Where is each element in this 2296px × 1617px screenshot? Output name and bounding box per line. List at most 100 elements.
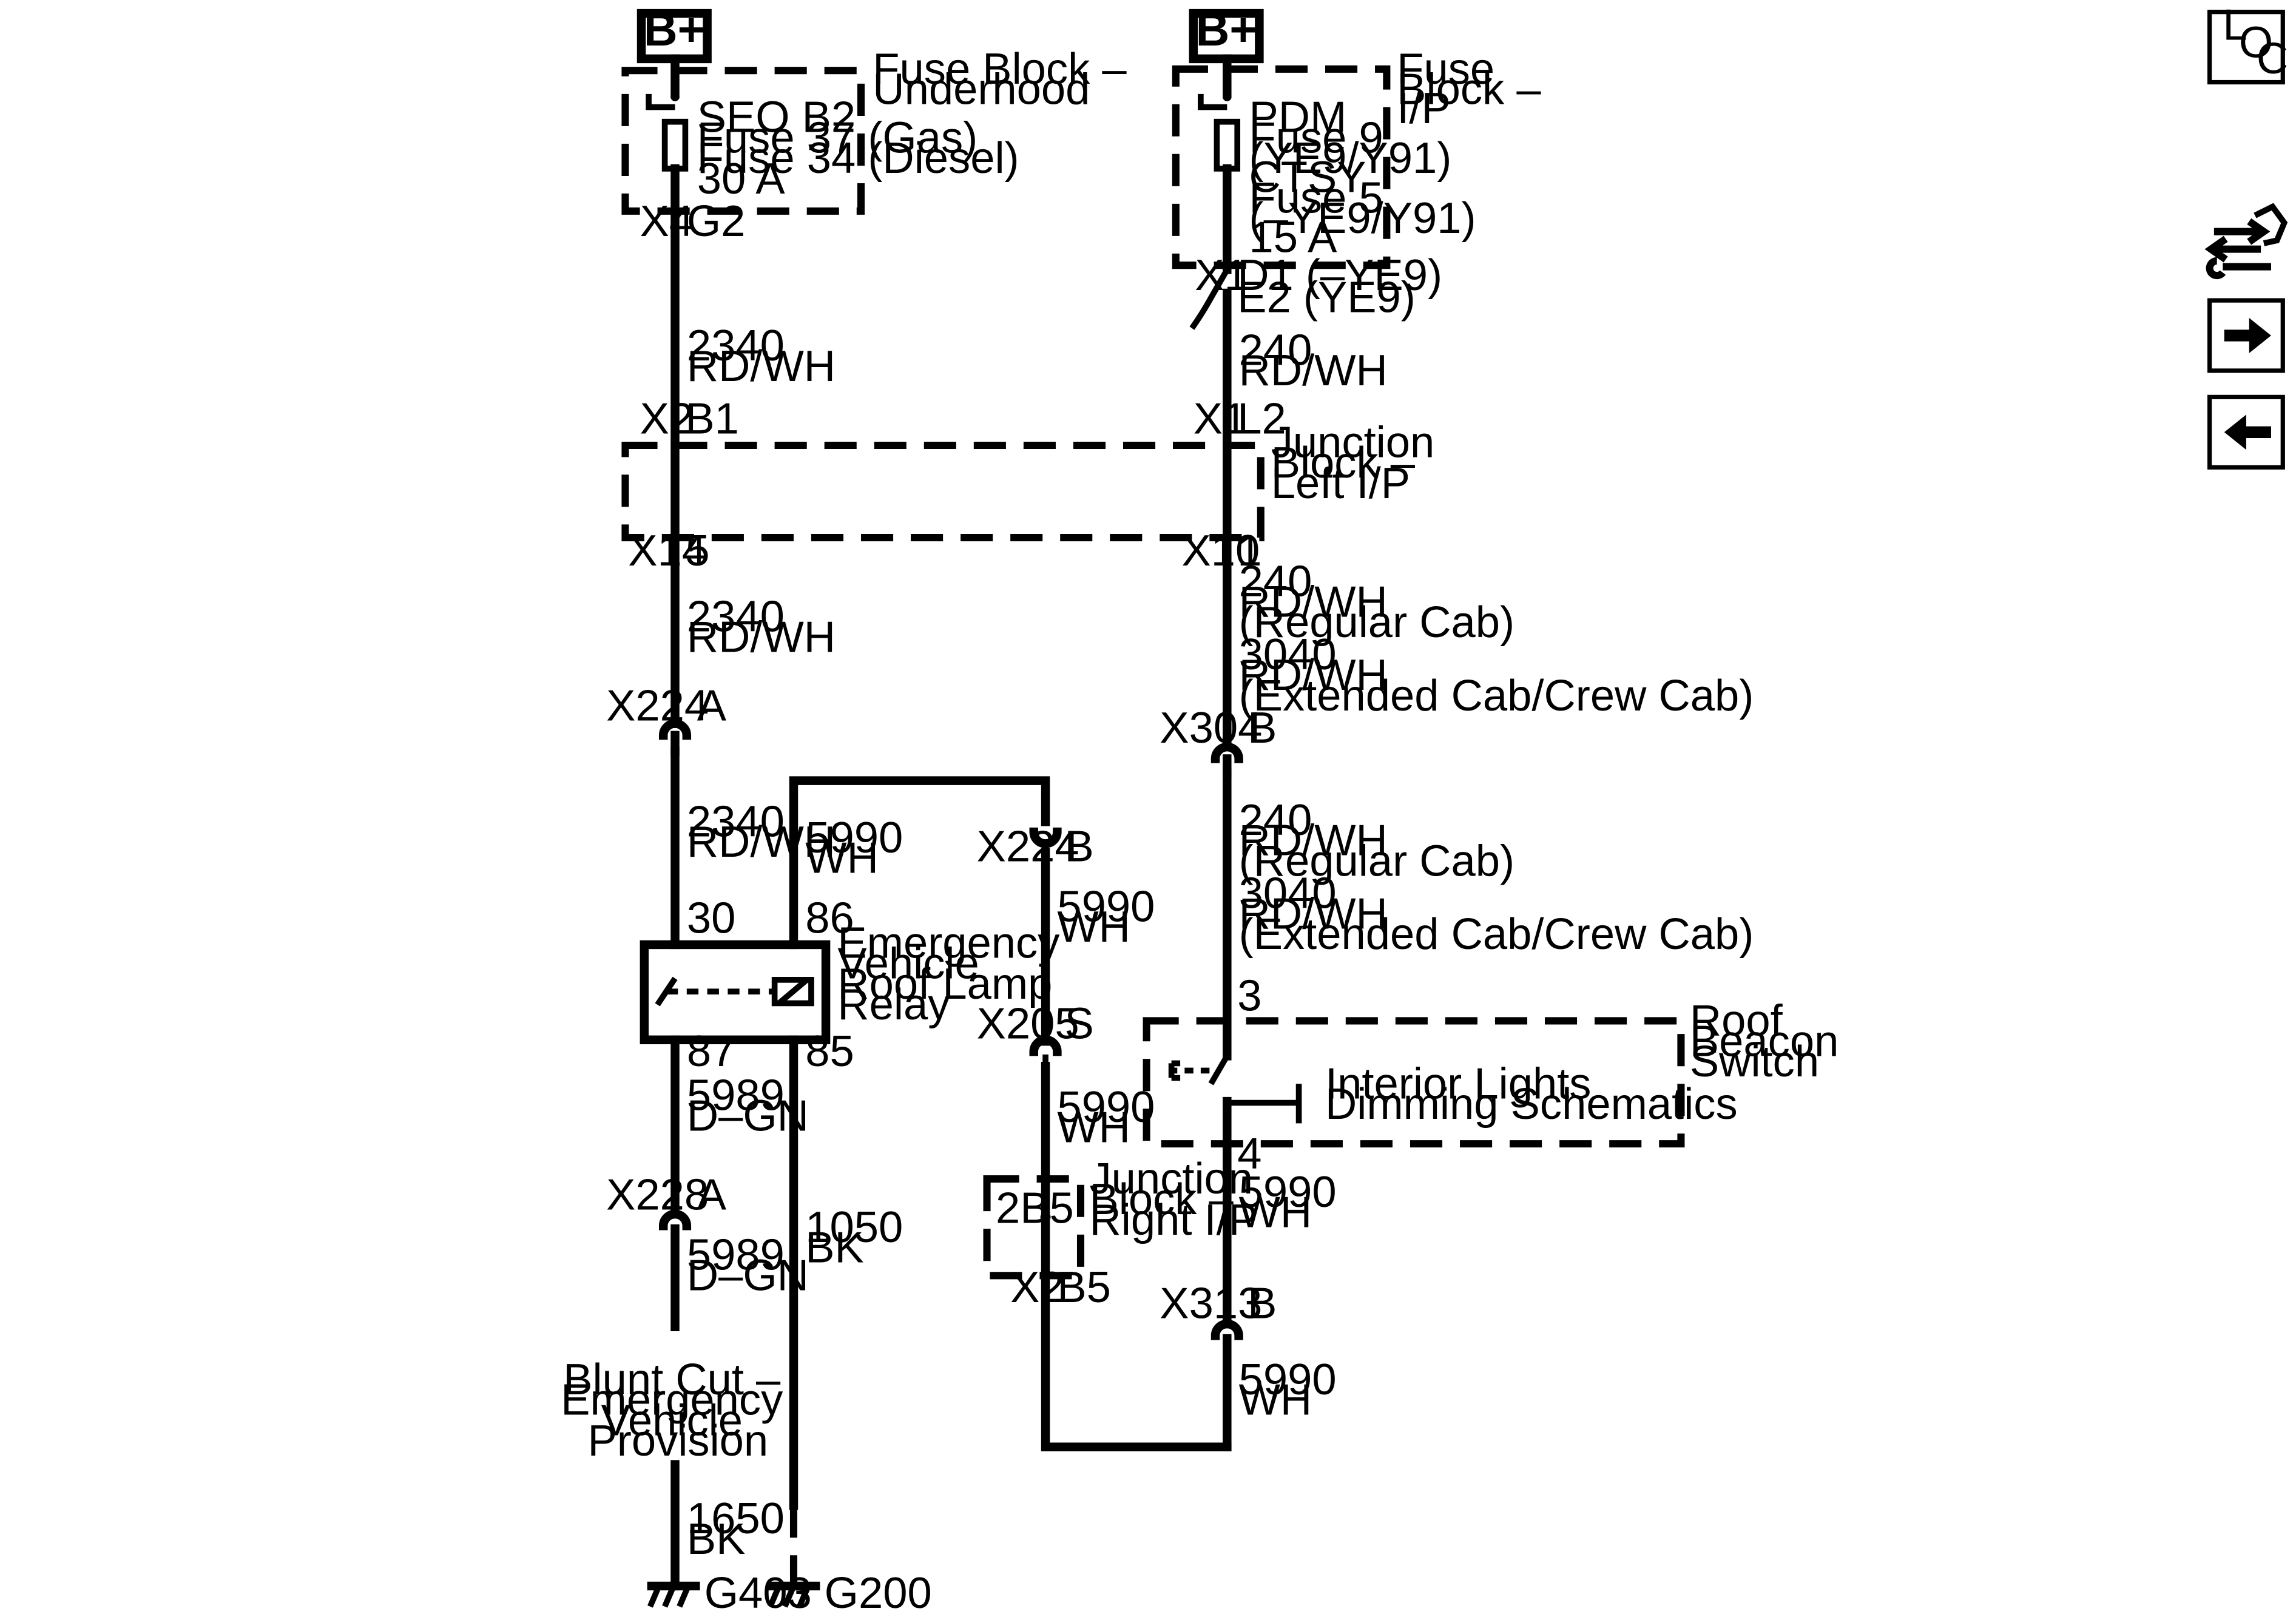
fuse-ip-line: (YE9/Y91): [1249, 133, 1452, 183]
ground-g403-label: G403: [704, 1568, 812, 1617]
pin-1: 1: [1237, 526, 1261, 575]
forward-arrow-icon[interactable]: [2207, 298, 2285, 373]
connector-x228-a: X228 A: [606, 1170, 727, 1241]
fuse-block-ip-name: Block –: [1397, 65, 1541, 114]
switch-name: Roof: [1690, 996, 1783, 1045]
fuse-block-ip-name: Fuse: [1397, 44, 1494, 93]
connector-x304-b: X304 B: [1160, 703, 1277, 774]
relay-pin-30: 30: [687, 894, 736, 943]
relay-name: Vehicle: [837, 939, 979, 988]
junction-right-name: Right I/P: [1089, 1195, 1258, 1244]
relay-pin-86: 86: [805, 894, 854, 943]
switch-name: Switch: [1690, 1037, 1819, 1086]
connector-x224-b: X224 B: [977, 822, 1094, 871]
fuse-block-underhood-name: Fuse Block –: [873, 44, 1127, 93]
fuse-ip-line: CTSY: [1249, 153, 1366, 202]
fuse-underhood-line: SEO B2: [697, 93, 856, 142]
fuse-block-ip: PDM Fuse 9 (YE9/Y91) CTSY Fuse 5 (–YE9/Y…: [1172, 44, 1553, 322]
fuse-block-underhood-name: Underhood: [873, 65, 1090, 114]
svg-text:B: B: [1064, 822, 1093, 871]
svg-text:B: B: [1248, 1278, 1277, 1328]
fuse-underhood-line: 30 A: [697, 154, 786, 203]
svg-text:Junction Block – R: Junction Block – Right I/P: [1089, 1154, 1265, 1244]
pin-e2: E2 (YE9): [1237, 272, 1416, 322]
wire-1050: 1050 BK: [805, 1203, 915, 1272]
svg-text:O: O: [2239, 18, 2273, 67]
switch-pin-3: 3: [1237, 971, 1261, 1021]
wire-5990-e: 5990 WH: [1239, 1355, 1349, 1425]
svg-text:X304: X304: [1160, 703, 1262, 752]
svg-text:X205: X205: [977, 999, 1079, 1048]
conn-x2-right: X2: [1010, 1263, 1064, 1312]
junction-block-right-ip: 2B5 X2 B5 Junction Block – Right I/P: [983, 1154, 1265, 1312]
fuse-ip-line: Fuse 9: [1249, 113, 1383, 162]
loc-button[interactable]: L O C: [2207, 1, 2289, 85]
junction-left-name: Block –: [1271, 438, 1416, 487]
b-plus-right-label: B+: [1196, 4, 1257, 56]
pin-g2: G2: [687, 197, 746, 246]
wire-2340-c: 2340 RD/WH: [687, 797, 836, 866]
roof-beacon-switch: 3 4 Interior Lights Dimming Schematics R…: [1143, 971, 1851, 1178]
junction-right-name: Junction: [1089, 1154, 1253, 1203]
svg-text:S: S: [1064, 999, 1093, 1048]
connector-info-icon[interactable]: [2204, 203, 2288, 280]
switch-name: Beacon: [1690, 1016, 1838, 1065]
pin-b5: B5: [1057, 1263, 1111, 1312]
switch-ref: Dimming Schematics: [1325, 1079, 1738, 1129]
relay-name: Emergency: [837, 919, 1060, 968]
conn-x2: X2: [640, 394, 694, 444]
fuse-underhood-line: Fuse 37 (Gas): [697, 113, 978, 162]
fuse-block-ip-name: I/P: [1397, 84, 1450, 133]
svg-text:A: A: [697, 681, 727, 731]
fuse-icon: [1214, 118, 1241, 172]
svg-text:PDM Fuse 9 (YE9/Y9: PDM Fuse 9 (YE9/Y91) CTSY Fuse 5 (–YE9/Y…: [1249, 93, 1488, 262]
conn-x14: X14: [628, 526, 706, 575]
svg-text:Interior Lights Dimming: Interior Lights Dimming Schematics: [1325, 1059, 1738, 1129]
svg-text:Junction Block – L: Junction Block – Left I/P: [1271, 417, 1447, 508]
conn-x1: X1: [1194, 394, 1248, 444]
svg-text:A: A: [697, 1170, 727, 1220]
svg-text:B: B: [1248, 703, 1277, 752]
wire-5989-b: 5989 D–GN: [687, 1230, 809, 1300]
junction-block-left-ip: X2 B1 X1 L2 X14 5 X10 1 Junction Block –…: [621, 394, 1447, 575]
pin-5: 5: [685, 526, 709, 575]
fuse-ip-line: PDM: [1249, 93, 1347, 142]
b-plus-right: B+: [1189, 4, 1264, 64]
switch-ref: Interior Lights: [1325, 1059, 1592, 1108]
b-plus-left-label: B+: [644, 4, 705, 56]
pin-l2: L2: [1237, 394, 1286, 444]
blunt-cut-label: Blunt Cut – Emergency Vehicle Provision: [561, 1355, 795, 1465]
wire-2340-b: 2340 RD/WH: [687, 592, 836, 661]
ground-g200-label: G200: [825, 1568, 932, 1617]
svg-text:X313: X313: [1160, 1278, 1262, 1328]
relay-coil-icon: [771, 977, 814, 1007]
relay-pin-85: 85: [805, 1027, 854, 1076]
svg-text:L: L: [2223, 1, 2247, 50]
relay-name: Relay: [837, 980, 950, 1029]
splice-2b5: 2B5: [996, 1183, 1074, 1232]
fuse-block-underhood: SEO B2 Fuse 37 (Gas) Fuse 34 (Diesel) 30…: [621, 44, 1138, 246]
junction-left-name: Left I/P: [1271, 459, 1410, 508]
junction-right-name: Block –: [1089, 1175, 1234, 1224]
svg-text:SEO B2 Fuse 37 (Gas): SEO B2 Fuse 37 (Gas) Fuse 34 (Diesel) 30…: [697, 93, 1032, 203]
pin-d1: D1 (–YE9): [1237, 251, 1442, 300]
fuse-ip-line: Fuse 5: [1249, 173, 1383, 222]
relay-pin-87: 87: [687, 1027, 736, 1076]
svg-text:Roof Beacon Switch: Roof Beacon Switch: [1690, 996, 1851, 1087]
svg-text:X224: X224: [977, 822, 1079, 871]
b-plus-left: B+: [636, 4, 712, 64]
back-arrow-icon[interactable]: [2207, 394, 2285, 470]
svg-text:X228: X228: [606, 1170, 709, 1220]
fuse-icon: [661, 118, 689, 172]
emergency-roof-lamp-relay: 30 86 87 85 Emergency Vehicle Roof Lamp …: [640, 894, 1060, 1076]
svg-text:Fuse Block – Underhood: Fuse Block – Underhood: [873, 44, 1138, 114]
svg-text:Fuse Block – I/P: Fuse Block – I/P: [1397, 44, 1553, 133]
ground-g200-icon: G200: [767, 1568, 932, 1617]
svg-text:C: C: [2257, 34, 2288, 83]
option-split-symbol: [1189, 268, 1230, 330]
wire-240-a: 240 RD/WH: [1239, 325, 1388, 395]
wire-5990-d: 5990 WH: [1057, 1082, 1167, 1152]
conn-x4: X4: [640, 197, 694, 246]
ground-g403-icon: G403: [647, 1568, 812, 1617]
